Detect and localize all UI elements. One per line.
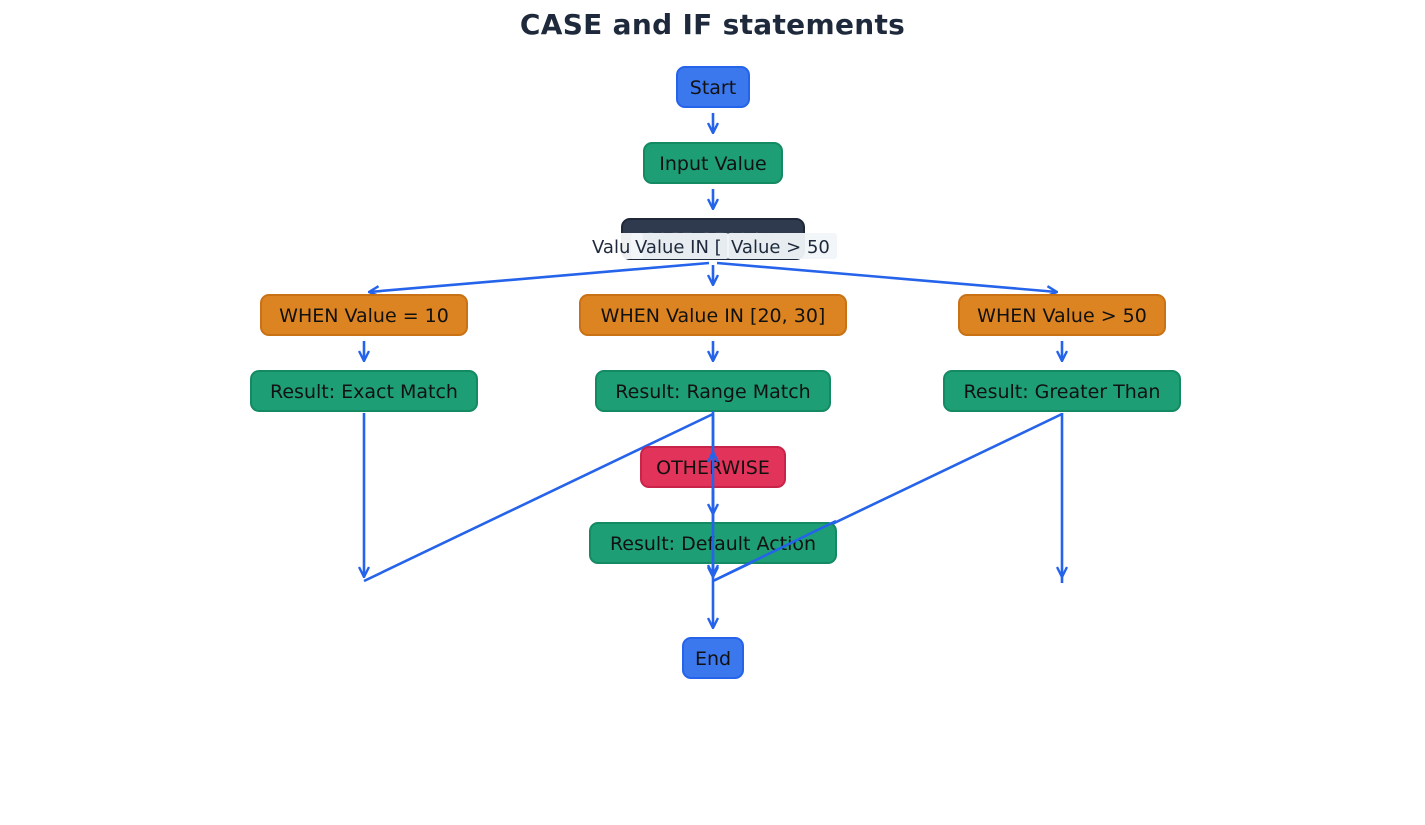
node-when-gt: WHEN Value > 50	[958, 294, 1166, 336]
node-end-label: End	[695, 648, 731, 670]
node-result-greater-label: Result: Greater Than	[964, 381, 1161, 403]
node-result-greater: Result: Greater Than	[943, 370, 1181, 412]
node-start-label: Start	[690, 77, 736, 99]
node-result-exact-label: Result: Exact Match	[270, 381, 458, 403]
edge-overlay-greater-merge	[712, 519, 837, 583]
node-end: End	[682, 637, 744, 679]
node-input-label: Input Value	[659, 153, 766, 175]
edge-exact-to-range	[363, 412, 714, 583]
edge-case-whengt	[716, 261, 1057, 292]
case-overlay-label-3: Value > 50	[731, 237, 830, 258]
edges-overlay	[712, 411, 837, 583]
node-result-exact: Result: Exact Match	[250, 370, 478, 412]
case-overlay-label-1: Valu	[592, 237, 630, 258]
case-overlay-label-2: Value IN [	[635, 237, 722, 258]
diagram-title: CASE and IF statements	[519, 8, 906, 41]
node-case: CASE OF Value Valu Value IN [ Value > 50	[587, 218, 837, 260]
node-when-range: WHEN Value IN [20, 30]	[579, 294, 847, 336]
node-start: Start	[676, 66, 750, 108]
edge-case-when10	[369, 261, 710, 292]
node-when-10: WHEN Value = 10	[260, 294, 468, 336]
node-result-range: Result: Range Match	[595, 370, 831, 412]
node-when-range-label: WHEN Value IN [20, 30]	[601, 305, 826, 327]
node-when-10-label: WHEN Value = 10	[279, 305, 449, 327]
node-result-range-label: Result: Range Match	[615, 381, 810, 403]
node-input: Input Value	[643, 142, 783, 184]
node-when-gt-label: WHEN Value > 50	[977, 305, 1147, 327]
